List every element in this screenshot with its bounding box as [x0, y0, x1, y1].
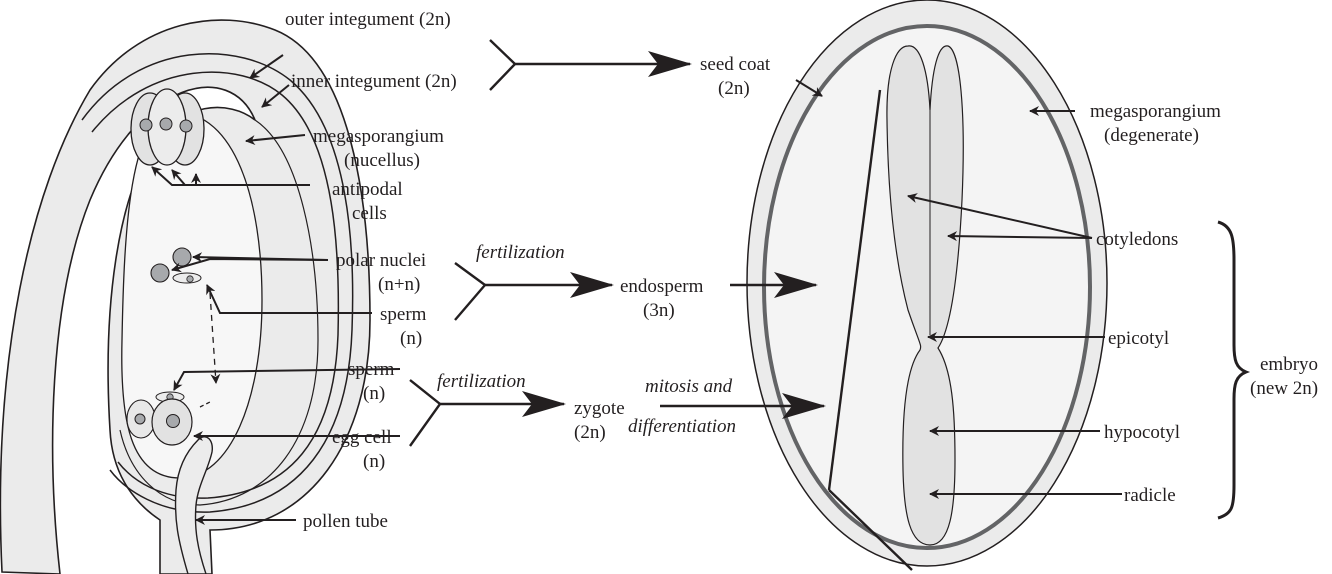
- label-nucellus: (nucellus): [344, 150, 420, 171]
- polar-nucleus: [151, 264, 169, 282]
- label-megasporangium: megasporangium: [313, 126, 444, 147]
- label-seed-coat: seed coat: [700, 54, 771, 75]
- label-sperm-1-ploidy: (n): [400, 328, 422, 349]
- embryo-brace: [1218, 222, 1246, 518]
- label-outer-integument: outer integument (2n): [285, 9, 451, 30]
- label-egg-cell: egg cell: [332, 427, 392, 448]
- antipodal-cells: [131, 89, 204, 165]
- label-endosperm-ploidy: (3n): [643, 300, 675, 321]
- label-embryo-ploidy: (new 2n): [1250, 378, 1318, 399]
- label-antipodal-cells: cells: [352, 203, 387, 224]
- label-degenerate: (degenerate): [1104, 125, 1199, 146]
- bracket-integuments: [490, 40, 515, 90]
- bracket-sperm-egg: [410, 380, 440, 446]
- antipodal-nucleus: [180, 120, 192, 132]
- label-cotyledons: cotyledons: [1096, 229, 1178, 250]
- label-antipodal: antipodal: [332, 179, 403, 200]
- label-fertilization-1: fertilization: [476, 242, 565, 263]
- label-embryo: embryo: [1260, 354, 1318, 375]
- bracket-polar-sperm: [455, 263, 485, 320]
- label-zygote-ploidy: (2n): [574, 422, 606, 443]
- label-radicle: radicle: [1124, 485, 1176, 506]
- label-zygote: zygote: [574, 398, 625, 419]
- label-sperm-2: sperm: [348, 359, 395, 380]
- synergid-nucleus: [135, 414, 145, 424]
- label-polar-nuclei: polar nuclei: [336, 250, 426, 271]
- label-seed-megasporangium: megasporangium: [1090, 101, 1221, 122]
- antipodal-nucleus: [140, 119, 152, 131]
- sperm-nucleus-1: [187, 276, 193, 282]
- polar-nucleus: [173, 248, 191, 266]
- label-seed-coat-ploidy: (2n): [718, 78, 750, 99]
- label-sperm-1: sperm: [380, 304, 427, 325]
- label-inner-integument: inner integument (2n): [291, 71, 457, 92]
- label-pollen-tube: pollen tube: [303, 511, 388, 532]
- label-differentiation: differentiation: [628, 416, 736, 437]
- antipodal-nucleus: [160, 118, 172, 130]
- label-hypocotyl: hypocotyl: [1104, 422, 1180, 443]
- label-epicotyl: epicotyl: [1108, 328, 1169, 349]
- label-endosperm: endosperm: [620, 276, 704, 297]
- label-mitosis: mitosis and: [645, 376, 733, 397]
- ovule: [0, 20, 370, 574]
- egg-nucleus: [167, 415, 180, 428]
- label-polar-ploidy: (n+n): [378, 274, 420, 295]
- label-sperm-2-ploidy: (n): [363, 383, 385, 404]
- label-egg-ploidy: (n): [363, 451, 385, 472]
- label-fertilization-2: fertilization: [437, 371, 526, 392]
